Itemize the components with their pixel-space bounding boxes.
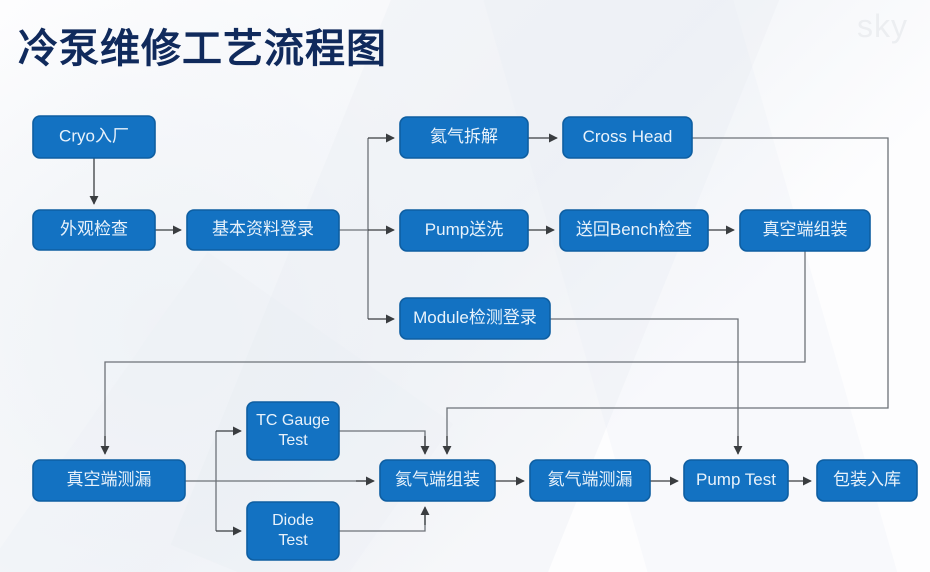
node-vac_assembly[interactable]: 真空端组装 bbox=[739, 209, 871, 252]
node-he_assembly[interactable]: 氦气端组装 bbox=[379, 459, 496, 502]
edge-diode-to-he-assembly bbox=[339, 509, 426, 532]
node-label: 外观检查 bbox=[60, 219, 128, 238]
node-box bbox=[186, 209, 340, 251]
node-box bbox=[562, 116, 693, 159]
node-pump_wash[interactable]: Pump送洗 bbox=[399, 209, 529, 252]
node-box bbox=[246, 501, 340, 561]
node-label: 包装入库 bbox=[833, 470, 901, 489]
node-box bbox=[399, 297, 551, 340]
edge-module-record-to-pump-test bbox=[550, 318, 739, 452]
node-box bbox=[32, 115, 156, 159]
node-he_disassembly[interactable]: 氦气拆解 bbox=[399, 116, 529, 159]
node-box bbox=[683, 459, 789, 502]
node-appearance[interactable]: 外观检查 bbox=[32, 209, 156, 251]
edge-vac-assembly-to-vac-leak bbox=[104, 251, 806, 452]
node-packaging[interactable]: 包装入库 bbox=[816, 459, 918, 502]
node-he_leak[interactable]: 氦气端测漏 bbox=[529, 459, 651, 502]
edge-tc-gauge-to-he-assembly bbox=[339, 430, 426, 452]
node-label: 氦气端测漏 bbox=[548, 470, 633, 489]
node-box bbox=[379, 459, 496, 502]
node-label: 基本资料登录 bbox=[212, 219, 314, 238]
node-box bbox=[32, 459, 186, 502]
node-pump_test[interactable]: Pump Test bbox=[683, 459, 789, 502]
node-box bbox=[529, 459, 651, 502]
node-label: 真空端组装 bbox=[763, 220, 848, 239]
node-box bbox=[739, 209, 871, 252]
node-cryo_in[interactable]: Cryo入厂 bbox=[32, 115, 156, 159]
node-cross_head[interactable]: Cross Head bbox=[562, 116, 693, 159]
node-label: Cryo入厂 bbox=[59, 126, 129, 145]
node-label: Pump送洗 bbox=[425, 220, 503, 239]
node-box bbox=[246, 401, 340, 461]
node-label: Module检测登录 bbox=[413, 308, 537, 327]
node-label: 送回Bench检查 bbox=[576, 220, 692, 239]
node-label: 氦气端组装 bbox=[395, 470, 480, 489]
node-box bbox=[559, 209, 709, 252]
page-title: 冷泵维修工艺流程图 bbox=[18, 26, 387, 72]
watermark-label: sky bbox=[857, 8, 908, 44]
node-label: 氦气拆解 bbox=[430, 127, 498, 146]
node-label: Pump Test bbox=[696, 470, 776, 489]
node-module_record[interactable]: Module检测登录 bbox=[399, 297, 551, 340]
node-label: Cross Head bbox=[583, 127, 673, 146]
node-basic_record[interactable]: 基本资料登录 bbox=[186, 209, 340, 251]
node-box bbox=[816, 459, 918, 502]
node-box bbox=[399, 116, 529, 159]
node-box bbox=[32, 209, 156, 251]
edge-cross-head-to-he-assembly bbox=[446, 137, 889, 452]
node-bench_check[interactable]: 送回Bench检查 bbox=[559, 209, 709, 252]
node-label: 真空端测漏 bbox=[67, 470, 152, 489]
node-vac_leak[interactable]: 真空端测漏 bbox=[32, 459, 186, 502]
node-box bbox=[399, 209, 529, 252]
edge-layer bbox=[89, 133, 889, 536]
